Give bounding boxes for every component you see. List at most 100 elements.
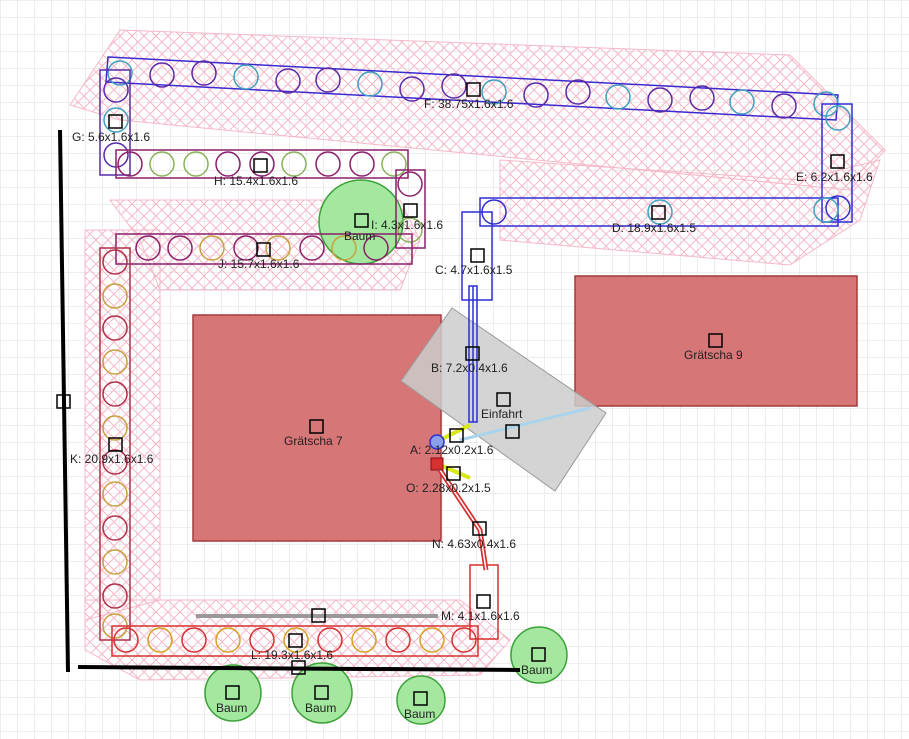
segment-A[interactable] [429,406,591,450]
hatch-zone-right [499,159,881,266]
label-B: B: 7.2x0.4x1.6 [431,361,508,375]
label-F: F: 38.75x1.6x1.6 [424,97,514,111]
segment-I-handle[interactable] [403,203,418,218]
entrance-handle-2[interactable] [505,424,520,439]
tree-3[interactable] [204,664,262,722]
segment-G-rings [103,77,129,168]
wall-left-handle[interactable] [56,394,71,409]
building-graetscha-7-handle[interactable] [309,419,324,434]
tree-4[interactable] [291,662,353,724]
label-graetscha-7: Grätscha 7 [284,434,343,448]
segment-D-handle[interactable] [651,205,666,220]
label-A: A: 2.12x0.2x1.6 [410,443,494,457]
tree-4-handle[interactable] [314,685,329,700]
trees [204,179,568,725]
segment-M-handle[interactable] [311,608,326,623]
segment-F-handle[interactable] [466,82,481,97]
segment-F-outline [105,56,839,121]
walls [58,129,521,673]
building-graetscha-9[interactable] [574,275,858,407]
tree-2[interactable] [510,626,568,684]
segment-E[interactable] [813,103,853,223]
label-E: E: 6.2x1.6x1.6 [796,170,873,184]
tree-5-handle[interactable] [413,691,428,706]
label-tree-3: Baum [216,701,247,715]
label-H: H: 15.4x1.6x1.6 [214,174,298,188]
label-O: O: 2.28x0.2x1.5 [406,481,491,495]
hatch-zone-bottom [84,599,511,681]
tree-3-handle[interactable] [225,685,240,700]
segment-N[interactable] [437,468,489,571]
label-I: I: 4.3x1.6x1.6 [371,218,443,232]
segment-L-handle[interactable] [288,633,303,648]
buildings [192,275,858,542]
segment-B[interactable] [465,285,480,423]
building-graetscha-7[interactable] [192,314,442,542]
tree-1-handle[interactable] [354,213,369,228]
segment-H-outline [115,149,409,179]
segment-J[interactable] [115,233,413,265]
label-M: M: 4.1x1.6x1.6 [441,609,520,623]
label-graetscha-9: Grätscha 9 [684,348,743,362]
wall-left [58,129,70,673]
segment-F[interactable] [105,56,839,121]
label-tree-1: Baum [344,229,375,243]
segment-K-rings [102,249,128,639]
segment-M-handle-2[interactable] [476,594,491,609]
segment-E-rings [813,105,851,223]
segment-G-outline [99,69,131,176]
segment-F-rings [107,60,839,119]
entrance-link-line [459,406,591,442]
label-N: N: 4.63x0.4x1.6 [432,537,516,551]
segment-L-outline [111,625,479,657]
segment-O-node[interactable] [430,457,444,471]
segment-H-handle[interactable] [253,158,268,173]
segment-L[interactable] [111,625,479,657]
segment-G-handle[interactable] [108,114,123,129]
hatch-zone-top [69,29,886,191]
label-tree-5: Baum [404,707,435,721]
labels: F: 38.75x1.6x1.6 G: 5.6x1.6x1.6 H: 15.4x… [70,97,873,721]
segment-A-line [439,423,471,442]
segment-J-outline [115,233,413,265]
segment-E-outline [821,103,853,223]
tree-5[interactable] [396,675,446,725]
segment-H[interactable] [115,149,409,179]
label-J: J: 15.7x1.6x1.6 [218,257,300,271]
segment-C-handle[interactable] [470,248,485,263]
segment-H-rings [117,151,407,177]
label-K: K: 20.9x1.6x1.6 [70,452,154,466]
segment-I[interactable] [395,169,426,249]
segment-N-center [439,469,487,571]
segment-N-handle[interactable] [472,521,487,536]
segment-B-handle[interactable] [465,346,480,361]
label-tree-4: Baum [305,701,336,715]
building-graetscha-9-handle[interactable] [708,333,723,348]
label-C: C: 4.7x1.6x1.5 [435,263,513,277]
segment-O-handle[interactable] [446,466,461,481]
segment-I-rings [397,171,423,243]
segment-A-handle[interactable] [449,428,464,443]
segment-E-handle[interactable] [830,154,845,169]
label-L: L: 19.3x1.6x1.6 [251,648,333,662]
entrance-handle[interactable] [496,392,511,407]
segment-O[interactable] [430,457,471,481]
label-D: D: 18.9x1.6x1.5 [612,221,696,235]
wall-bottom [77,665,521,672]
tree-2-handle[interactable] [531,647,546,662]
segment-G[interactable] [99,69,131,176]
segment-K[interactable] [99,247,131,641]
label-G: G: 5.6x1.6x1.6 [72,130,150,144]
segment-A-node[interactable] [429,434,445,450]
segment-K-outline [99,247,131,641]
hatch-zone-left [84,229,161,621]
segment-L-rings [113,627,477,653]
wall-bottom-handle[interactable] [291,660,306,675]
segment-D-ring-2 [647,199,673,225]
segment-J-rings [135,235,389,261]
segment-K-handle[interactable] [108,437,123,452]
label-tree-2: Baum [521,663,552,677]
entrance-area[interactable] [400,307,607,492]
segment-J-handle[interactable] [256,242,271,257]
